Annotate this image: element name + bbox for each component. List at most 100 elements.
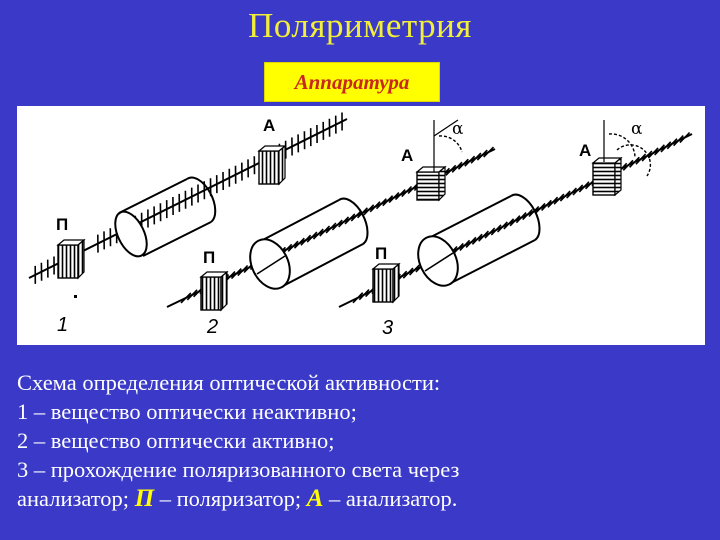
oscillation-tick [673,135,684,147]
oscillation-tick [331,219,343,231]
oscillation-tick [375,198,387,210]
oscillation-tick [572,184,584,196]
oscillation-tick [445,164,457,176]
angle-alpha-label: α [452,119,464,139]
subtitle-text: Аппаратура [294,69,410,94]
polarizer-symbol: П [134,485,155,512]
oscillation-tick [541,199,552,211]
oscillation-tick [476,149,488,161]
polarizer-prism [56,238,86,280]
oscillation-tick [388,192,400,204]
oscillation-tick [352,292,364,304]
rotation-angle-marker [603,120,652,177]
polarizer-label: П [203,248,215,267]
oscillation-tick [453,242,464,255]
oscillation-tick [382,195,394,207]
oscillation-tick [319,225,331,237]
oscillation-tick [490,224,502,236]
angle-alpha-label: α [631,119,643,139]
oscillation-tick [358,289,370,301]
analyzer-prism [591,156,623,197]
oscillation-tick [306,231,318,243]
oscillation-tick [478,230,489,242]
polarizer-prism [199,270,229,312]
oscillation-tick [470,152,482,164]
oscillation-tick [186,289,198,301]
oscillation-tick [559,190,571,202]
setup-2: α П А 2 [166,119,496,338]
analyzer-prism [415,165,447,202]
analyzer-label: А [401,146,413,165]
oscillation-tick [483,146,495,158]
caption-item-3: 3 – прохождение поляризованного света че… [17,457,460,482]
analyzer-definition: – анализатор. [323,486,458,511]
oscillation-tick [464,155,476,167]
caption-item-2: 2 – вещество оптически активно; [17,428,335,453]
oscillation-tick [629,156,640,168]
polarizer-label: П [56,215,68,234]
oscillation-tick [660,141,672,153]
setup-3-number: 3 [382,317,393,339]
slide-title: Поляриметрия [248,6,472,45]
oscillation-tick [344,213,356,225]
caption-item-1: 1 – вещество оптически неактивно; [17,399,357,424]
oscillation-tick [300,234,312,246]
oscillation-tick [484,227,496,239]
caption: Схема определения оптической активности:… [17,368,707,513]
oscillation-tick [457,158,469,170]
setup-3: α П А 3 [338,119,693,339]
oscillation-tick [287,240,299,252]
sample-tube [417,193,541,287]
oscillation-tick [312,228,324,240]
caption-last-line: анализатор; П – поляризатор; А – анализа… [17,484,707,513]
oscillation-tick [503,218,515,230]
oscillation-tick [522,208,533,221]
oscillation-tick [402,267,414,279]
oscillation-tick [471,233,483,245]
oscillation-tick [394,189,406,201]
caption-heading: Схема определения оптической активности: [17,370,441,395]
oscillation-tick [338,216,350,228]
oscillation-tick [578,181,590,193]
polarizer-prism [371,262,401,304]
oscillation-tick [641,150,653,162]
analyzer-prism [257,144,287,186]
oscillation-tick [547,196,559,208]
oscillation-tick [465,236,477,248]
oscillation-tick [180,292,192,304]
oscillation-tick [635,153,647,165]
oscillation-tick [679,131,691,144]
oscillation-tick [230,268,242,280]
oscillation-tick [451,161,463,173]
oscillation-tick [534,202,546,215]
setup-1: П А 1 [28,112,348,336]
oscillation-tick [515,212,527,224]
oscillation-tick [666,138,678,150]
sample-tube [249,197,369,290]
oscillation-tick [553,193,565,205]
oscillation-tick [363,204,375,216]
oscillation-tick [401,185,413,198]
oscillation-tick [409,264,420,276]
oscillation-tick [566,187,577,199]
sample-tube [114,176,217,258]
oscillation-tick [237,264,249,277]
polarizer-definition: – поляризатор; [154,486,307,511]
oscillation-tick [325,222,337,234]
oscillation-tick [293,237,305,249]
analyzer-symbol: А [306,485,324,512]
analyzer-label: А [263,116,275,135]
oscillation-tick [459,239,471,251]
oscillation-tick [369,201,381,213]
rotation-angle-marker [433,119,463,172]
subtitle-badge: Аппаратура [264,62,440,102]
setup-2-number: 2 [206,316,218,338]
oscillation-tick [350,210,362,222]
oscillation-tick [497,221,508,233]
oscillation-tick [654,144,665,156]
polarimetry-diagram: П А 1 [17,106,705,345]
caption-last-prefix: анализатор; [17,486,135,511]
oscillation-tick [407,182,419,195]
analyzer-label: А [579,141,591,160]
polarizer-label: П [375,244,387,263]
